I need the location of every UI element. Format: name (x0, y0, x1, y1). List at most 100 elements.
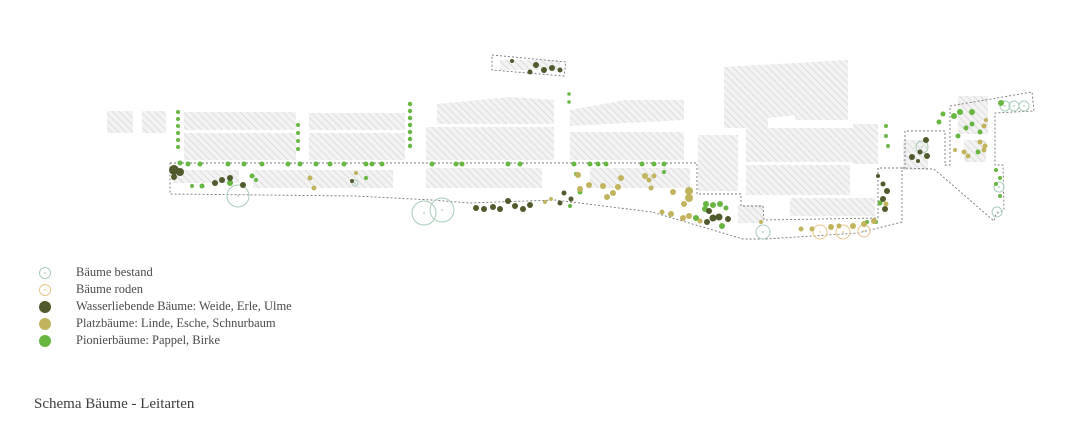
plaza-tree-dot (961, 149, 967, 155)
pioneer-tree-dot (313, 161, 319, 167)
water-tree-dot (240, 182, 246, 188)
plaza-tree-dot (610, 190, 616, 196)
existing-tree-center (354, 182, 356, 184)
plaza-tree-dot (965, 153, 971, 159)
pioneer-tree-dot (225, 161, 231, 167)
water-tree-dot (917, 149, 923, 155)
water-tree-dot (568, 196, 574, 202)
dot-icon (36, 334, 54, 348)
plaza-tree-dot (977, 139, 983, 145)
plaza-tree-dot (307, 175, 313, 181)
pioneer-tree-dot (571, 161, 577, 167)
plaza-tree-dot (646, 177, 652, 183)
water-tree-dot (923, 137, 929, 143)
water-tree-dot (725, 216, 731, 222)
building (500, 60, 560, 70)
north-plot-boundary (491, 54, 567, 77)
water-tree-dot (880, 196, 886, 202)
existing-tree-center (762, 231, 764, 233)
pioneer-tree-dot (886, 144, 890, 148)
plaza-tree-dot (850, 223, 856, 229)
building (426, 168, 542, 188)
water-tree-dot (481, 206, 487, 212)
plaza-tree-dot (836, 223, 842, 229)
pioneer-tree-dot (241, 161, 247, 167)
pioneer-tree-dot (176, 110, 180, 114)
plaza-tree-dot (953, 148, 957, 152)
legend-label: Pionierbäume: Pappel, Birke (76, 333, 221, 347)
pioneer-tree-dot (567, 100, 571, 104)
existing-tree-center (921, 146, 923, 148)
plaza-tree-dot (668, 211, 674, 217)
remove-tree-ring (835, 224, 851, 240)
building (426, 127, 554, 160)
dot-icon (36, 317, 54, 331)
water-tree-dot (557, 200, 563, 206)
plaza-tree-dot (861, 221, 867, 227)
remove-tree-center (863, 230, 865, 232)
existing-tree-ring (999, 100, 1011, 112)
water-tree-dot (473, 205, 479, 211)
plaza-tree-dot (871, 218, 877, 224)
pioneer-tree-dot (296, 139, 300, 143)
building-footprints (107, 60, 988, 223)
plaza-tree-dot (354, 171, 358, 175)
plaza-tree-dot (648, 185, 654, 191)
existing-tree-ring (991, 206, 1003, 218)
plaza-tree-dot (759, 220, 763, 224)
pioneer-tree-dot (877, 200, 883, 206)
water-tree-dot (527, 202, 533, 208)
plaza-tree-dot (828, 224, 834, 230)
ring-icon (36, 266, 54, 280)
pioneer-tree-dot (176, 117, 180, 121)
pioneer-tree-dot (969, 121, 975, 127)
plaza-tree-dot (685, 194, 693, 202)
pioneer-tree-dot (693, 215, 699, 221)
pioneer-tree-dot (176, 138, 180, 142)
pioneer-tree-dot (998, 176, 1002, 180)
remove-tree-center (842, 231, 844, 233)
existing-tree-center (237, 195, 239, 197)
pioneer-tree-dot (651, 161, 657, 167)
water-tree-dot (884, 188, 890, 194)
water-tree-dot (549, 65, 555, 71)
plaza-tree-dot (680, 215, 686, 221)
building (790, 198, 875, 216)
plaza-tree-dot (686, 213, 692, 219)
existing-tree-center (1023, 105, 1025, 107)
existing-tree-center (998, 186, 1000, 188)
pioneer-tree-dot (407, 136, 413, 142)
pioneer-tree-dot (177, 160, 183, 166)
water-tree-dot (704, 219, 710, 225)
pioneer-tree-dot (199, 183, 205, 189)
pioneer-tree-dot (341, 161, 347, 167)
pioneer-tree-dot (285, 161, 291, 167)
pioneer-tree-dot (703, 201, 709, 207)
water-tree-dot (490, 204, 496, 210)
plaza-tree-dot (311, 185, 317, 191)
plaza-tree-dot (575, 172, 581, 178)
building (142, 111, 166, 133)
pioneer-tree-dot (603, 161, 609, 167)
water-tree-dot (715, 213, 723, 221)
pioneer-tree-dot (517, 161, 523, 167)
plaza-tree-dot (543, 200, 547, 204)
pioneer-tree-dot (717, 201, 723, 207)
water-tree-dot (561, 190, 567, 196)
pioneer-tree-dot (969, 109, 975, 115)
building (570, 100, 684, 126)
plaza-tree-dot (809, 226, 815, 232)
pioneer-tree-dot (227, 180, 233, 186)
legend-item-pioneer-trees: Pionierbäume: Pappel, Birke (36, 332, 292, 349)
site-boundaries (169, 54, 1035, 240)
water-tree-dot (510, 59, 514, 63)
pioneer-tree-dot (723, 205, 729, 211)
existing-tree-ring (993, 181, 1005, 193)
existing-tree-center (1013, 105, 1015, 107)
pioneer-tree-dot (661, 161, 667, 167)
existing-tree-center (1004, 105, 1006, 107)
water-tree-dot (557, 67, 563, 73)
pioneer-tree-dot (453, 161, 459, 167)
water-tree-dot (497, 206, 503, 212)
building (309, 133, 405, 160)
